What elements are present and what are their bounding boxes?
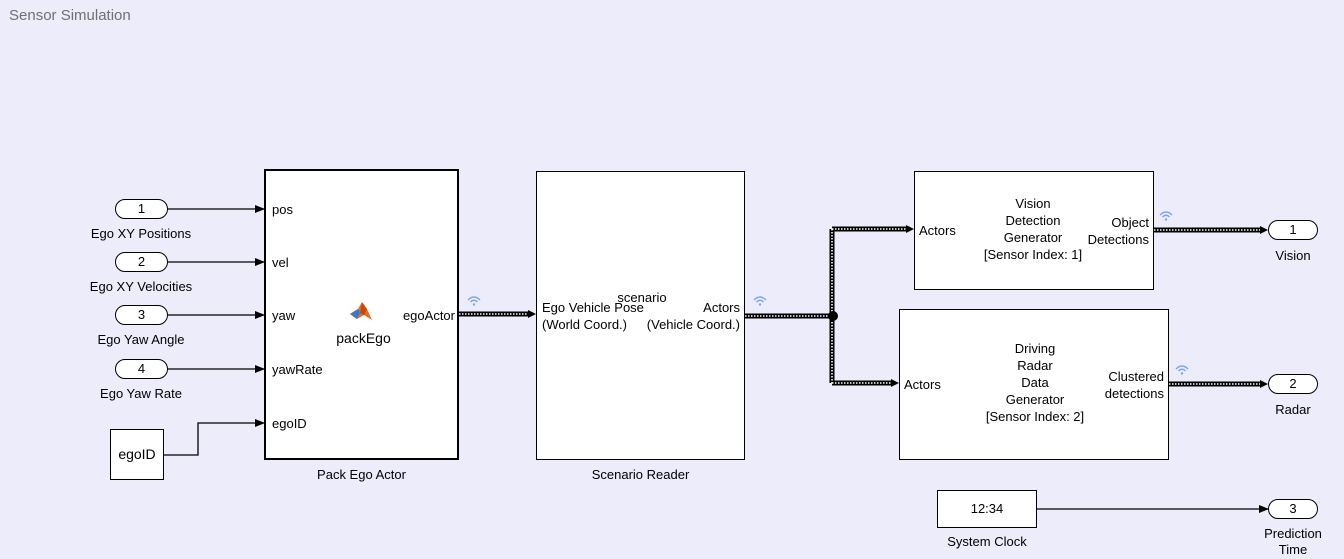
output-port-label-egoactor: egoActor xyxy=(402,308,455,323)
inport-1[interactable]: 1 xyxy=(115,199,168,219)
vision-block-title: Vision Detection Generator [Sensor Index… xyxy=(983,196,1083,262)
inport-2[interactable]: 2 xyxy=(115,252,168,272)
constant-block-egoid[interactable]: egoID xyxy=(110,429,164,480)
bus-wifi-icon xyxy=(1175,365,1189,376)
model-title: Sensor Simulation xyxy=(9,7,131,24)
clock-display: 12:34 xyxy=(970,501,1004,516)
inport-4-label: Ego Yaw Rate xyxy=(100,386,182,401)
scenario-reader-block[interactable]: scenario Ego Vehicle Pose (World Coord.)… xyxy=(536,171,745,460)
scenario-param: scenario xyxy=(617,290,667,305)
bus-line-vision-out xyxy=(1154,226,1268,234)
outport-2[interactable]: 2 xyxy=(1268,374,1318,394)
input-port-label-line2: (World Coord.) xyxy=(542,317,628,332)
inport-1-label: Ego XY Positions xyxy=(90,226,192,241)
outport-2-label: Radar xyxy=(1275,402,1311,417)
input-port-label-line1: Ego Vehicle Pose xyxy=(542,300,644,315)
inport-3[interactable]: 3 xyxy=(115,305,168,325)
vision-input-label: Actors xyxy=(919,223,956,238)
scenario-reader-name: Scenario Reader xyxy=(591,467,690,482)
inport-3-label: Ego Yaw Angle xyxy=(97,332,185,347)
input-port-label-pos: pos xyxy=(272,202,293,217)
radar-block-title: Driving Radar Data Generator [Sensor Ind… xyxy=(985,341,1085,424)
system-clock-name: System Clock xyxy=(947,534,1027,549)
bus-wifi-icon xyxy=(467,296,481,307)
radar-data-generator-block[interactable]: Driving Radar Data Generator [Sensor Ind… xyxy=(899,309,1169,460)
function-name: packEgo xyxy=(336,330,391,346)
matlab-logo-icon xyxy=(350,302,372,320)
inport-4[interactable]: 4 xyxy=(115,359,168,379)
outport-3[interactable]: 3 xyxy=(1268,499,1318,519)
signal-line-egoid xyxy=(164,419,265,456)
pack-ego-actor-block[interactable]: pos vel yaw yawRate egoID egoActor packE… xyxy=(264,169,459,460)
radar-output-label: Clustered detections xyxy=(1104,369,1164,401)
output-port-label-line1: Actors xyxy=(703,300,740,315)
radar-input-label: Actors xyxy=(904,377,941,392)
input-port-label-vel: vel xyxy=(272,255,289,270)
vision-output-label: Object Detections xyxy=(1087,215,1149,247)
input-port-label-egoid: egoID xyxy=(272,416,307,431)
bus-line-actors xyxy=(745,225,914,387)
outport-1[interactable]: 1 xyxy=(1268,220,1318,240)
branch-point xyxy=(828,311,838,321)
outport-3-label: Prediction Time xyxy=(1264,526,1322,557)
constant-value: egoID xyxy=(118,446,156,462)
bus-wifi-icon xyxy=(753,296,767,307)
input-port-label-yaw: yaw xyxy=(272,308,296,323)
vision-detection-generator-block[interactable]: Vision Detection Generator [Sensor Index… xyxy=(914,171,1154,290)
outport-1-label: Vision xyxy=(1275,248,1311,263)
inport-2-label: Ego XY Velocities xyxy=(89,279,193,294)
bus-wifi-icon xyxy=(1159,211,1173,222)
pack-ego-actor-name: Pack Ego Actor xyxy=(317,467,406,482)
input-port-label-yawrate: yawRate xyxy=(272,362,323,377)
bus-line-radar-out xyxy=(1169,380,1268,388)
system-clock-block[interactable]: 12:34 xyxy=(937,490,1037,528)
bus-line-egoactor xyxy=(459,310,536,318)
output-port-label-line2: (Vehicle Coord.) xyxy=(646,317,740,332)
